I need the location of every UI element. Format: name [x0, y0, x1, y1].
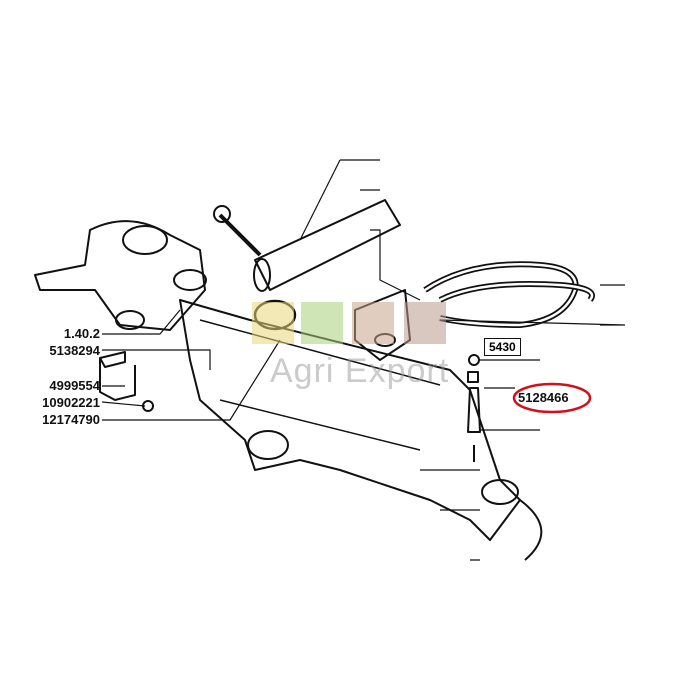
watermark-tile	[301, 302, 343, 344]
pin-5128466	[467, 371, 481, 433]
part-label: 1.40.2	[63, 326, 100, 341]
part-label: 12174790	[42, 412, 100, 427]
highlighted-part-label: 5128466	[518, 390, 569, 405]
boxed-part-label: 5430	[484, 338, 521, 356]
part-label: 5138294	[49, 343, 100, 358]
watermark-tile	[252, 302, 294, 344]
steering-knuckle	[34, 220, 206, 331]
watermark-tile	[352, 302, 394, 344]
bracket-4999554	[99, 351, 136, 401]
part-label: 4999554	[49, 378, 100, 393]
steering-cylinder	[254, 199, 401, 291]
axle-hub	[247, 430, 289, 460]
part-label: 10902221	[42, 395, 100, 410]
highlight-ellipse	[512, 382, 592, 414]
watermark-text: Agri Export	[270, 352, 450, 390]
watermark-tile	[404, 302, 446, 344]
